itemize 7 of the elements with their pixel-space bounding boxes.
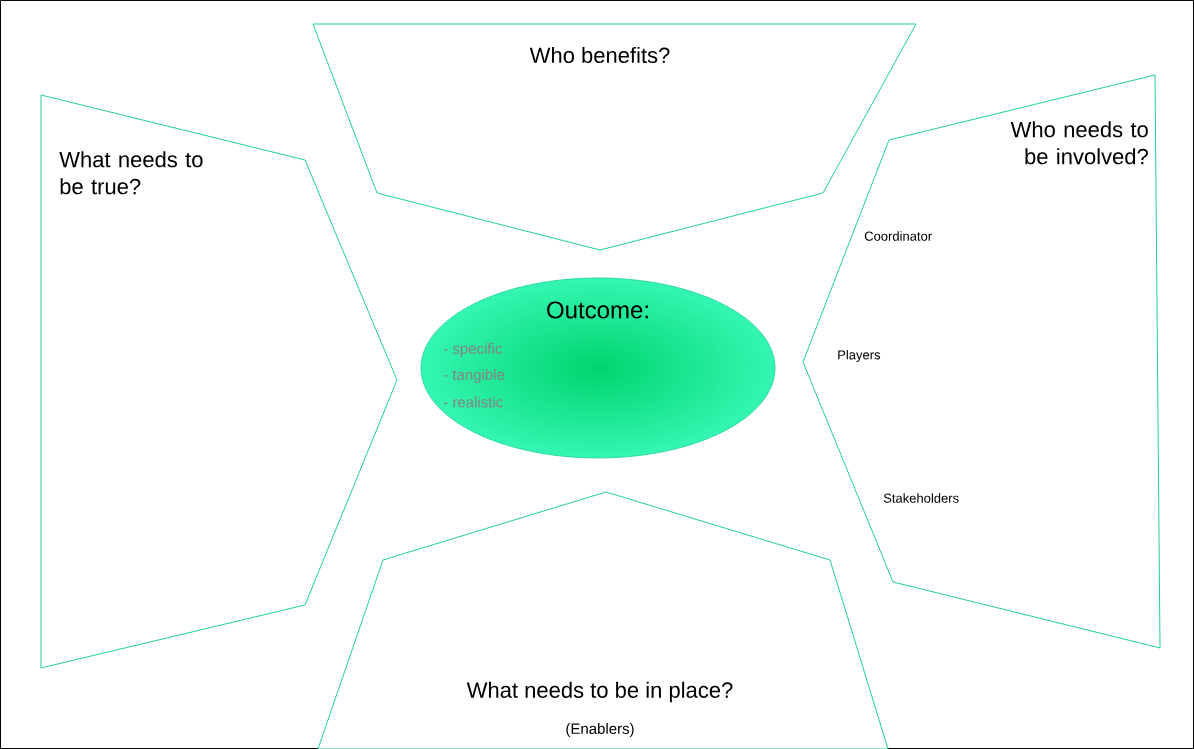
- subtitle: (Enablers): [566, 723, 634, 737]
- role-label: Players: [838, 349, 881, 363]
- list-item: - specific: [443, 343, 502, 357]
- list-item: - tangible: [443, 369, 505, 383]
- list-item: - realistic: [443, 396, 503, 408]
- node-label: What needs to be in place?: [466, 681, 733, 703]
- question-panel: What needs to be true?: [40, 94, 398, 669]
